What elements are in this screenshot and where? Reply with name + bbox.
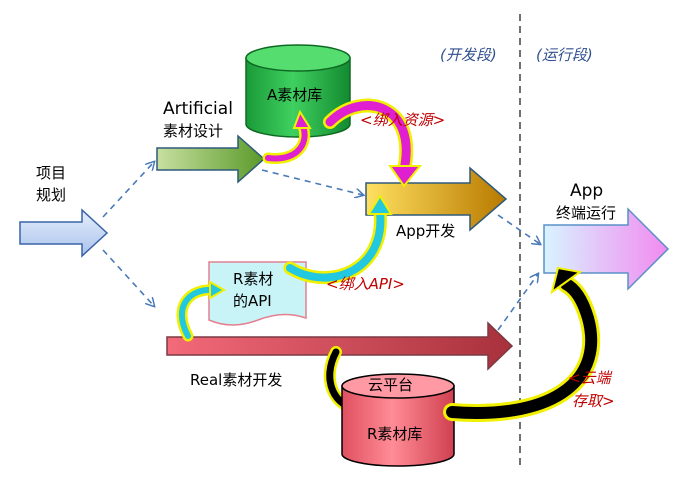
- cloud-access-note-1: <云端: [568, 369, 613, 387]
- cloud-db-label: R素材库: [367, 425, 422, 443]
- r-api-document: R素材 的API: [208, 261, 307, 326]
- cloud-access-note-2: 存取>: [572, 392, 615, 410]
- artificial-label-1: Artificial: [163, 99, 233, 119]
- artificial-design-arrow: [156, 134, 266, 184]
- bind-resource-head: [388, 165, 423, 188]
- bind-resource-note: <绑入资源>: [360, 111, 445, 129]
- r-api-label-2: 的API: [233, 292, 272, 310]
- cloud-access-head: [550, 266, 583, 295]
- bind-api-head: [367, 194, 393, 215]
- plan-label-1: 项目: [36, 164, 66, 182]
- phase-run-label: (运行段): [536, 46, 593, 64]
- real-dev-arrow: [166, 321, 514, 371]
- phase-dev-label: (开发段): [440, 46, 497, 64]
- cloud-platform-label: 云平台: [368, 376, 413, 394]
- bind-api-arrow: [283, 205, 387, 284]
- app-run-label-1: App: [570, 181, 603, 201]
- r-api-label-1: R素材: [233, 270, 273, 288]
- cloud-r-material-db: 云平台 R素材库: [341, 373, 455, 467]
- a-material-db: A素材库: [245, 44, 351, 138]
- artificial-to-db-head: [292, 109, 312, 129]
- app-dev-arrow: [365, 166, 508, 232]
- app-dev-label: App开发: [396, 222, 455, 240]
- real-to-api-head: [209, 280, 227, 300]
- a-db-label: A素材库: [267, 86, 322, 104]
- artificial-label-2: 素材设计: [163, 122, 223, 140]
- real-dev-label: Real素材开发: [190, 371, 282, 389]
- plan-label-2: 规划: [36, 186, 66, 204]
- plan-arrow: [19, 208, 109, 258]
- app-run-label-2: 终端运行: [556, 204, 616, 222]
- dashed-connectors: [102, 162, 540, 331]
- bind-api-note: <绑入API>: [326, 275, 405, 293]
